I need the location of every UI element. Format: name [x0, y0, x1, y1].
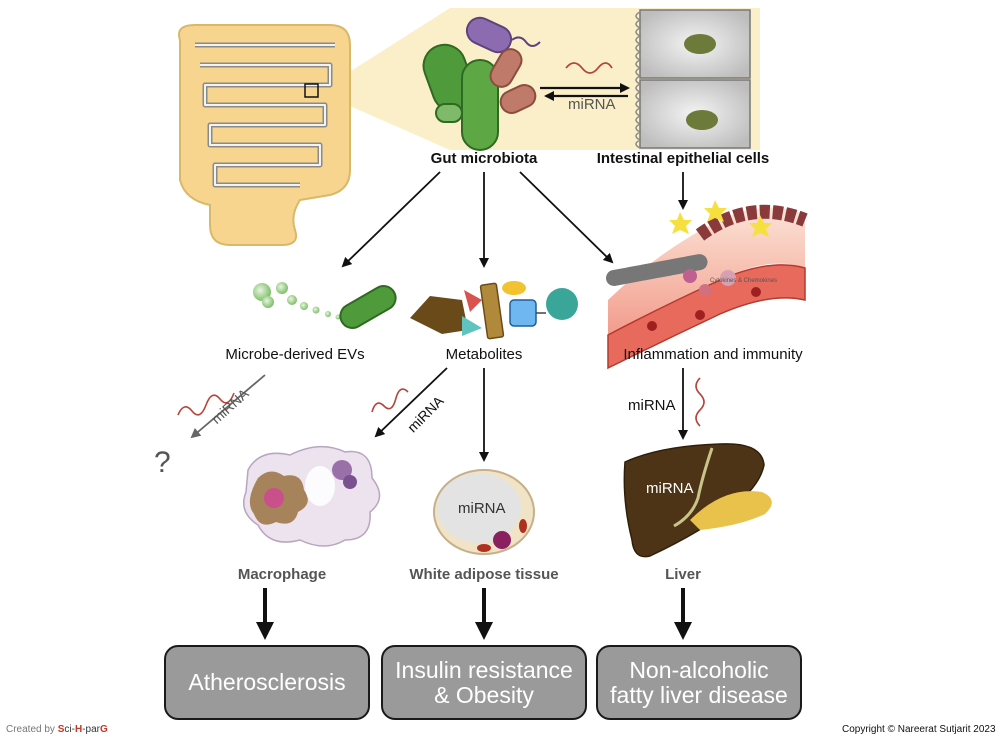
brand-par: -par [82, 724, 100, 735]
intestine-illustration [178, 24, 351, 246]
label-epithelial-cells: Intestinal epithelial cells [596, 150, 770, 167]
outcome-nafld-line1: Non-alcoholic [629, 656, 769, 683]
inflammation-illustration [606, 200, 808, 370]
evs-illustration [253, 282, 397, 329]
outcome-nafld: Non-alcoholic fatty liver disease [596, 645, 802, 720]
macrophage-illustration [243, 446, 381, 547]
brand-ci: ci- [64, 724, 75, 735]
outcome-insulin-obesity: Insulin resistance & Obesity [381, 645, 587, 720]
outcome-atherosclerosis-text: Atherosclerosis [188, 669, 346, 696]
label-mirna-exchange: miRNA [568, 96, 616, 113]
brand-g: G [99, 724, 108, 735]
label-microbe-evs: Microbe-derived EVs [225, 346, 365, 363]
liver-illustration [623, 443, 772, 558]
created-by: Created by Sci-H-parG [6, 724, 108, 735]
created-prefix: Created by [6, 724, 58, 735]
adipose-illustration [433, 469, 535, 555]
copyright: Copyright © Nareerat Sutjarit 2023 [842, 724, 996, 735]
label-liver-mirna: miRNA [646, 480, 694, 497]
metabolites-illustration [410, 281, 578, 340]
brand-s: S [57, 724, 65, 735]
outcome-insulin-line1: Insulin resistance [395, 656, 573, 683]
outcome-nafld-line2: fatty liver disease [610, 681, 788, 708]
label-macrophage: Macrophage [237, 566, 327, 583]
label-liver: Liver [665, 566, 701, 583]
epithelial-cells [635, 9, 751, 149]
label-gut-microbiota: Gut microbiota [430, 150, 538, 167]
brand-h: H [74, 724, 83, 735]
outcome-atherosclerosis: Atherosclerosis [164, 645, 370, 720]
label-adipose: White adipose tissue [409, 566, 559, 583]
unknown-mark: ? [154, 446, 171, 479]
gut-bacteria [422, 16, 541, 151]
label-mirna-liver-path: miRNA [628, 397, 676, 414]
label-adipose-mirna: miRNA [458, 500, 506, 517]
label-inflammation: Inflammation and immunity [623, 346, 803, 363]
label-cytokines: Cytokines & Chemokines [710, 278, 778, 284]
outcome-insulin-line2: & Obesity [434, 681, 534, 708]
label-metabolites: Metabolites [445, 346, 523, 363]
